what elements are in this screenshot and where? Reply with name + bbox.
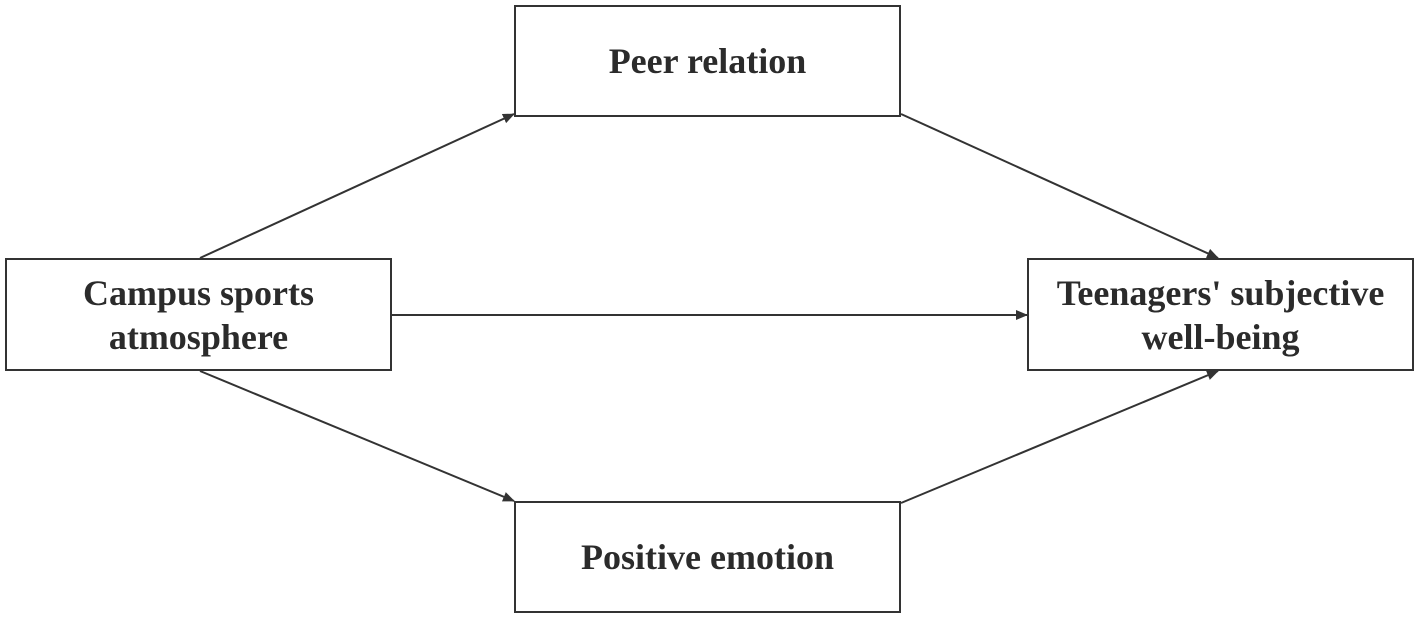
node-campus-sports-atmosphere: Campus sports atmosphere [5, 258, 392, 371]
node-peer-relation: Peer relation [514, 5, 901, 117]
node-positive-emotion: Positive emotion [514, 501, 901, 613]
node-campus-sports-atmosphere-label: Campus sports atmosphere [82, 272, 315, 357]
node-teenagers-subjective-well-being-label: Teenagers' subjective well-being [1056, 272, 1385, 357]
arrow-campus-to-positive [199, 370, 515, 502]
node-positive-emotion-label: Positive emotion [581, 537, 834, 577]
arrow-peer-to-teen [900, 113, 1219, 259]
node-teenagers-subjective-well-being: Teenagers' subjective well-being [1027, 258, 1414, 371]
node-peer-relation-label: Peer relation [608, 41, 807, 81]
edges-group [199, 113, 1219, 504]
arrow-campus-to-peer [199, 113, 515, 259]
arrow-positive-to-teen [900, 370, 1219, 504]
